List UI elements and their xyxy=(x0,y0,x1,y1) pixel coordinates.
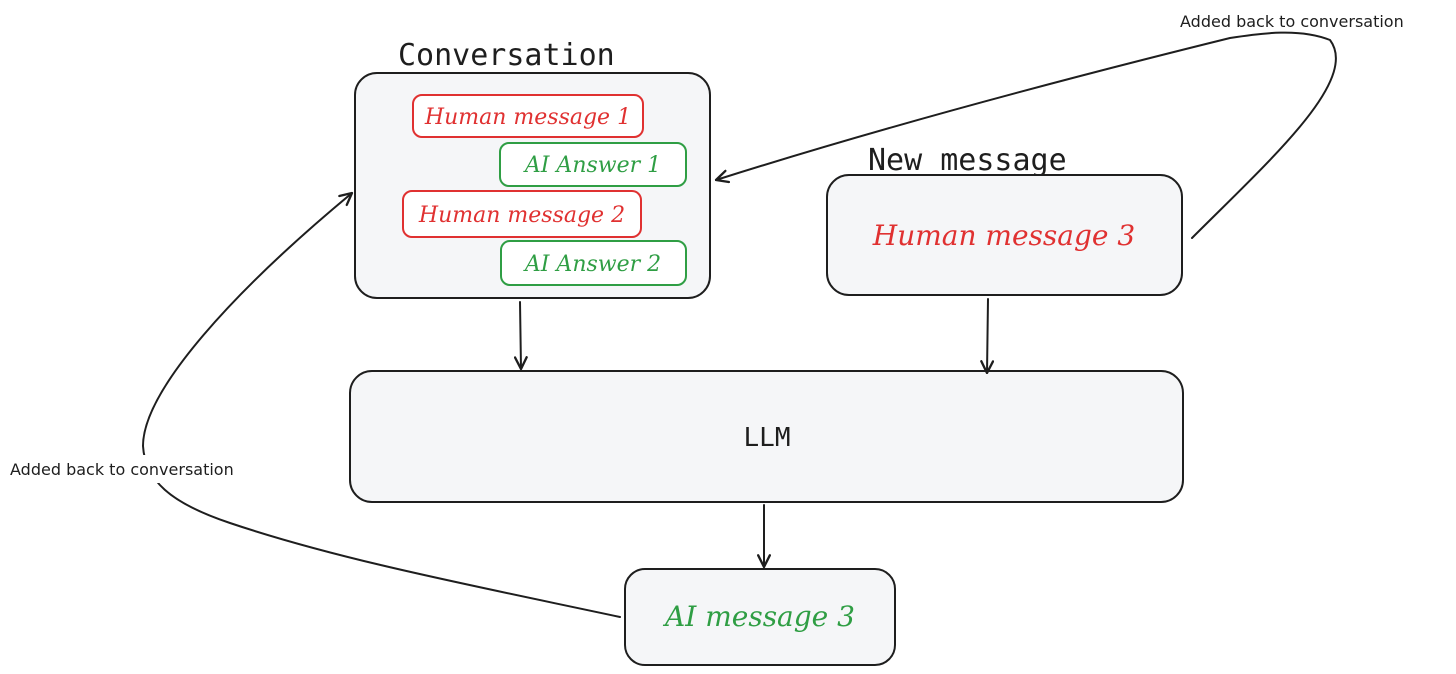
new-message-title: New message xyxy=(868,143,1067,178)
conversation-answer-2: AI Answer 2 xyxy=(523,252,661,277)
conversation-answer-pill xyxy=(499,142,687,187)
new-message-text: Human message 3 xyxy=(872,219,1135,252)
right-loop-annotation: Added back to conversation xyxy=(1180,12,1404,31)
conversation-message-1: Human message 1 xyxy=(424,105,631,130)
arrow-new-message-to-llm xyxy=(980,298,995,375)
left-loop-annotation: Added back to conversation xyxy=(10,460,234,479)
conversation-message-pill xyxy=(412,94,644,138)
new-message-box xyxy=(826,174,1183,296)
ai-message-box xyxy=(624,568,896,666)
arrow-conversation-to-llm xyxy=(513,301,528,371)
llm-box xyxy=(349,370,1184,503)
left-loop-annotation-backdrop xyxy=(6,455,280,483)
conversation-message-2: Human message 2 xyxy=(418,203,625,228)
conversation-title: Conversation xyxy=(398,38,615,73)
conversation-answer-1: AI Answer 1 xyxy=(523,153,661,178)
ai-message-text: AI message 3 xyxy=(662,600,855,633)
conversation-message-pill xyxy=(402,190,642,238)
arrow-new-message-to-conversation xyxy=(714,31,1337,239)
conversation-answer-pill xyxy=(500,240,687,286)
arrow-ai-message-to-conversation xyxy=(142,191,621,618)
llm-label: LLM xyxy=(744,423,791,453)
